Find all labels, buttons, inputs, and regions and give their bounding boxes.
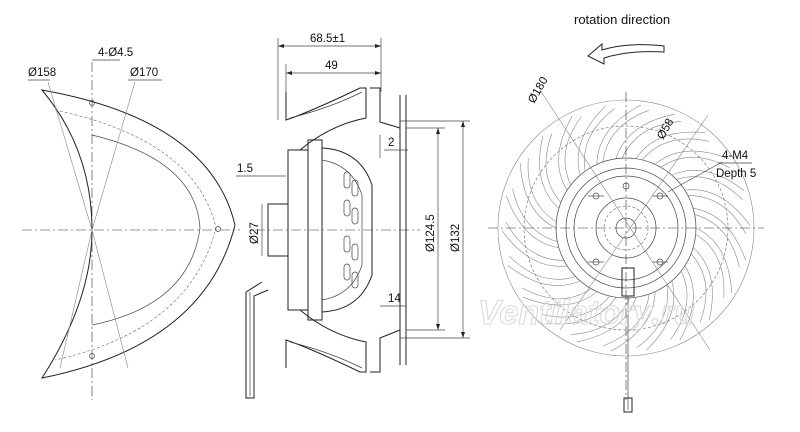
- dim-1-5-label: 1.5: [237, 163, 253, 175]
- impeller-blade-edge: [694, 214, 740, 268]
- front-impeller-view: Ø180 Ø58 4-M4 Depth 5 rotation direction: [488, 12, 764, 413]
- impeller-blade: [506, 195, 559, 248]
- impeller-blade: [610, 291, 656, 352]
- dim-len-total-label: 68.5±1: [310, 33, 345, 45]
- rotation-direction-label: rotation direction: [574, 12, 670, 27]
- impeller-blade: [546, 297, 617, 325]
- rotation-arrow-icon: [587, 42, 665, 65]
- impeller-blade: [693, 208, 746, 261]
- dim-holes-label: 4-Ø4.5: [98, 47, 133, 59]
- impeller-blade: [654, 150, 730, 165]
- motor-vent-slots: [343, 171, 359, 289]
- thread-label: 4-M4: [722, 150, 749, 162]
- impeller-blade: [507, 265, 581, 286]
- dim-2-label: 2: [388, 137, 394, 149]
- impeller-blade-edge: [545, 133, 562, 203]
- impeller-blade-edge: [670, 270, 688, 340]
- impeller-blade-edge: [584, 108, 615, 172]
- impeller-blade-edge: [637, 284, 668, 348]
- impeller-blade-edge: [695, 234, 725, 298]
- impeller-blade-edge: [602, 293, 650, 347]
- dim-d58-label: Ø58: [655, 117, 676, 142]
- impeller-blade-edge: [509, 255, 576, 280]
- impeller-blade: [695, 227, 732, 293]
- impeller-blade: [577, 105, 607, 176]
- dim-d170-label: Ø170: [130, 67, 158, 79]
- impeller-blade-edge: [564, 116, 582, 186]
- impeller-blade: [635, 131, 706, 159]
- impeller-blade: [645, 280, 675, 351]
- impeller-blade-edge: [543, 295, 611, 318]
- impeller-blade-edge: [688, 195, 747, 235]
- impeller-blade: [615, 113, 676, 159]
- dim-d158-label: Ø158: [28, 67, 56, 79]
- impeller-blade-edge: [660, 157, 731, 169]
- impeller-blade: [693, 247, 713, 321]
- impeller-blade: [679, 265, 694, 340]
- impeller-blade-edge: [527, 158, 557, 222]
- impeller-blade-edge: [676, 176, 743, 201]
- impeller-blade: [539, 135, 559, 209]
- impeller-blade: [522, 291, 598, 306]
- impeller-blade: [596, 104, 642, 165]
- impeller-blade-edge: [602, 109, 650, 163]
- impeller-blade-edge: [641, 138, 709, 161]
- side-section-view: 68.5±1 49 1.5 Ø: [236, 33, 470, 399]
- depth-label: Depth 5: [716, 168, 756, 180]
- impeller-blades: [501, 104, 751, 352]
- impeller-blade-edge: [512, 188, 558, 242]
- impeller-blade: [501, 230, 568, 267]
- impeller-blade-edge: [622, 121, 682, 159]
- dim-d132-label: Ø132: [450, 224, 462, 252]
- impeller-blade-edge: [570, 297, 630, 335]
- left-mounting-view: Ø158 4-Ø4.5 Ø170: [22, 47, 240, 400]
- impeller-blade: [576, 297, 637, 343]
- impeller-blade-edge: [690, 253, 707, 323]
- impeller-blade: [520, 163, 557, 229]
- dim-len-49-label: 49: [325, 60, 338, 72]
- impeller-blade-edge: [521, 287, 592, 299]
- impeller-blade-edge: [505, 221, 564, 261]
- watermark-text: Ventilatory.ru: [478, 294, 695, 332]
- dim-14-label: 14: [388, 293, 401, 305]
- impeller-blade: [684, 189, 751, 226]
- impeller-blade: [671, 170, 745, 191]
- impeller-blade: [558, 116, 573, 191]
- dim-d124-5-label: Ø124.5: [425, 214, 437, 252]
- dim-d27-label: Ø27: [249, 222, 261, 244]
